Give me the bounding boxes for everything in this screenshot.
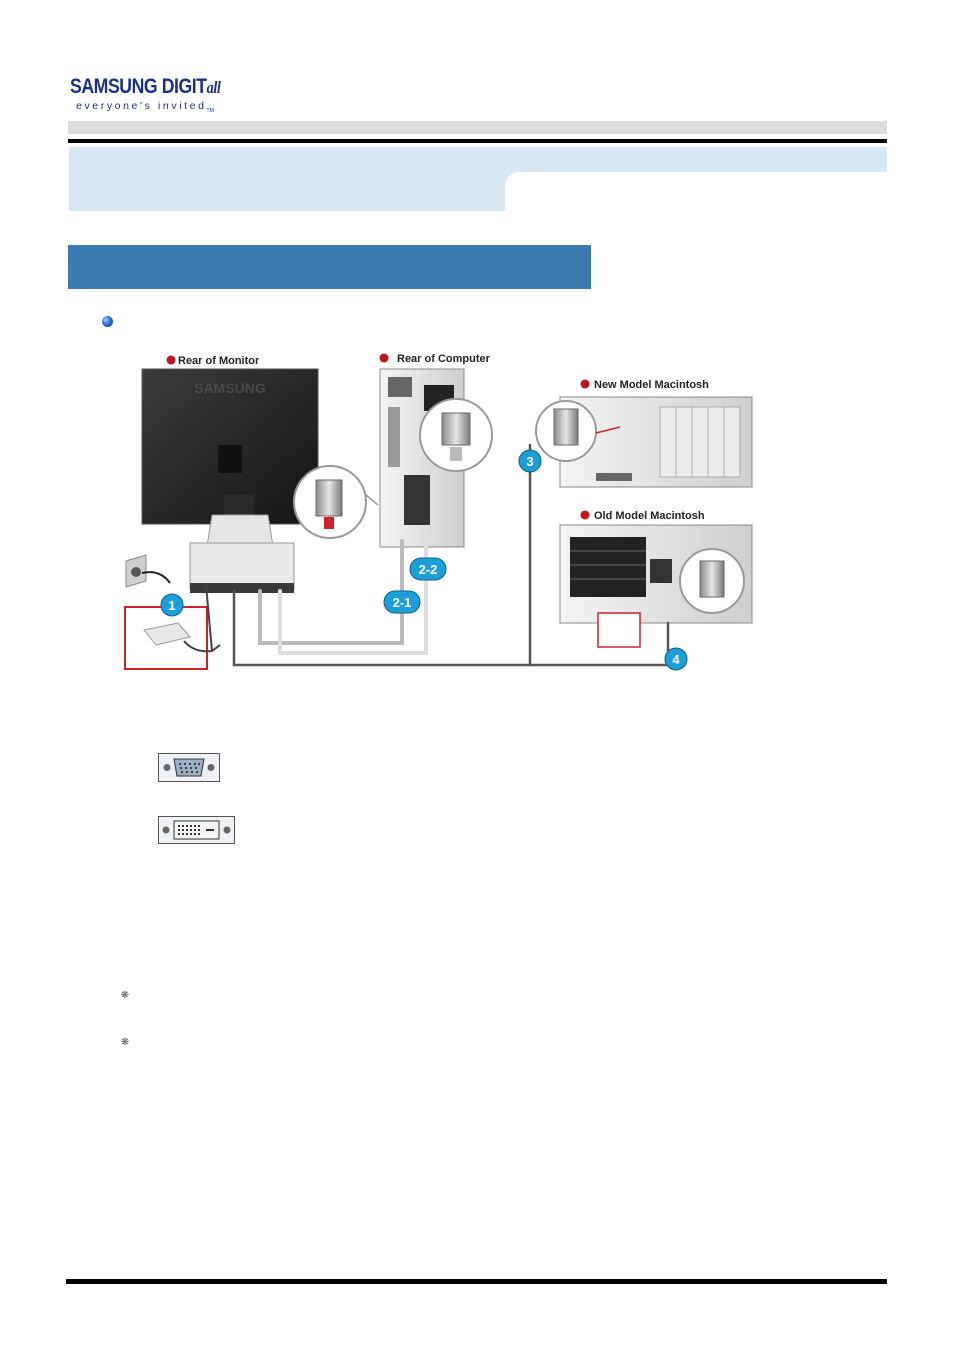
zoom-monitor-connector: [293, 465, 379, 539]
label-new-mac: New Model Macintosh: [580, 379, 709, 391]
callout-2-1: 2-1: [383, 590, 421, 614]
header-rule: [68, 139, 887, 143]
svg-text:Rear of Monitor: Rear of Monitor: [178, 355, 260, 367]
svg-text:2-2: 2-2: [419, 562, 438, 577]
svg-text:Old Model Macintosh: Old Model Macintosh: [594, 510, 705, 522]
svg-text:SAMSUNG: SAMSUNG: [194, 380, 266, 396]
callout-4: 4: [664, 647, 688, 671]
header-top-bar: [68, 121, 887, 134]
power-adapter-box: [124, 584, 221, 670]
dvi-port-icon: [158, 816, 235, 844]
svg-text:New Model Macintosh: New Model Macintosh: [594, 379, 709, 391]
callout-2-2: 2-2: [409, 557, 447, 581]
samsung-logo: SAMSUNG DIGITall everyone's invitedTM: [70, 74, 221, 118]
label-rear-computer: Rear of Computer: [379, 353, 491, 365]
zoom-new-mac-connector: [535, 400, 621, 462]
monitor-rear: SAMSUNG: [141, 368, 319, 593]
asterisk-note-icon: ❋: [120, 990, 130, 1001]
banner-notch: [505, 172, 887, 212]
asterisk-note-icon: ❋: [120, 1037, 130, 1048]
logo-tagline: everyone's invited: [76, 100, 207, 112]
label-old-mac: Old Model Macintosh: [580, 510, 705, 522]
label-rear-monitor: Rear of Monitor: [166, 355, 260, 367]
svg-text:2-1: 2-1: [393, 595, 412, 610]
connection-diagram: Rear of Monitor Rear of Computer New Mod…: [124, 353, 753, 671]
zoom-computer-connector: [419, 398, 493, 472]
svg-text:4: 4: [672, 652, 680, 667]
callout-3: 3: [518, 449, 542, 473]
svg-text:3: 3: [526, 454, 533, 469]
svg-text:1: 1: [168, 598, 175, 613]
logo-brand-suffix: all: [206, 78, 221, 97]
footer-rule: [66, 1279, 887, 1284]
logo-tagline-mark: TM: [206, 108, 214, 115]
blue-ball-bullet-icon: [102, 316, 113, 327]
power-outlet: [125, 554, 171, 588]
logo-brand: SAMSUNG DIGIT: [70, 75, 207, 98]
zoom-old-mac-connector: [679, 548, 745, 614]
callout-1: 1: [160, 593, 184, 617]
svg-text:Rear of Computer: Rear of Computer: [397, 353, 491, 365]
d-sub-port-icon: [158, 753, 220, 782]
section-heading-bar: [68, 245, 591, 289]
